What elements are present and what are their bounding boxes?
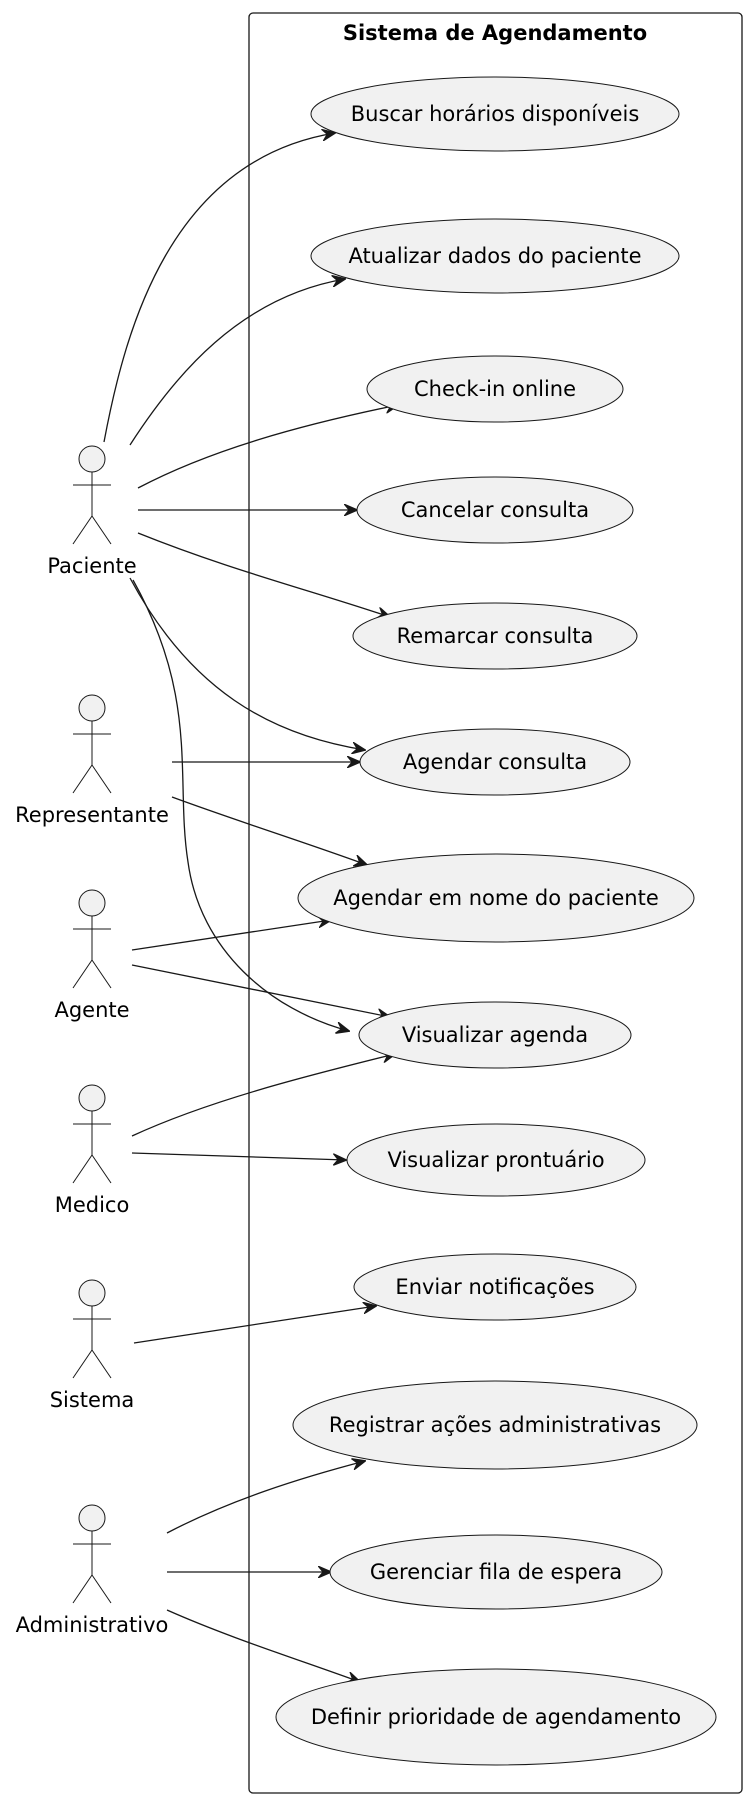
- edge-administrativo-prioridade: [166, 1609, 360, 1682]
- use-case-label: Gerenciar fila de espera: [370, 1560, 622, 1584]
- actor-label: Medico: [55, 1193, 130, 1217]
- use-case-ellipse: [356, 476, 634, 544]
- use-case-label: Check-in online: [414, 377, 576, 401]
- use-case-ellipse: [275, 1668, 717, 1766]
- actor-head: [78, 1279, 106, 1307]
- use-case-cancelar: Cancelar consulta: [356, 476, 634, 544]
- use-case-label: Atualizar dados do paciente: [348, 244, 641, 268]
- use-case-ellipse: [292, 1380, 698, 1470]
- system-boundary: [248, 12, 743, 1794]
- actor-head: [78, 694, 106, 722]
- use-case-ellipse: [310, 76, 680, 152]
- use-case-ellipse: [359, 728, 631, 796]
- use-case-label: Visualizar agenda: [402, 1023, 588, 1047]
- use-case-buscar: Buscar horários disponíveis: [310, 76, 680, 152]
- use-case-ellipse: [297, 853, 695, 943]
- use-case-ellipse: [353, 1253, 637, 1321]
- use-case-label: Remarcar consulta: [397, 624, 594, 648]
- use-case-ellipse: [329, 1534, 663, 1610]
- use-case-label: Registrar ações administrativas: [329, 1413, 661, 1437]
- use-case-registrar: Registrar ações administrativas: [292, 1380, 698, 1470]
- use-case-visualizar-prontuario: Visualizar prontuário: [346, 1123, 646, 1197]
- actor-head: [78, 445, 106, 473]
- edge-medico-visualizar-agenda: [131, 1054, 395, 1137]
- actor-label: Representante: [15, 803, 169, 827]
- use-case-label: Enviar notificações: [395, 1275, 594, 1299]
- actor-paciente: Paciente: [47, 445, 137, 578]
- edge-medico-visualizar-prontuario: [131, 1152, 346, 1160]
- edge-paciente-remarcar: [137, 532, 390, 617]
- use-case-label: Agendar consulta: [403, 750, 587, 774]
- edge-administrativo-registrar: [166, 1461, 365, 1534]
- use-case-atualizar: Atualizar dados do paciente: [310, 218, 680, 294]
- use-case-ellipse: [346, 1123, 646, 1197]
- edge-paciente-checkin: [137, 405, 398, 489]
- actor-label: Administrativo: [16, 1613, 169, 1637]
- use-case-label: Definir prioridade de agendamento: [311, 1705, 681, 1729]
- actor-agente: Agente: [54, 889, 130, 1022]
- use-case-ellipse: [352, 602, 638, 670]
- actor-label: Agente: [54, 998, 129, 1022]
- edge-agente-agendar-nome: [131, 920, 331, 951]
- edge-representante-agendar-nome: [171, 796, 367, 865]
- actor-label: Sistema: [50, 1388, 135, 1412]
- associations: [103, 133, 398, 1682]
- edge-sistema-notificacoes: [133, 1306, 376, 1344]
- edge-paciente-visualizar-agenda: [132, 579, 349, 1031]
- use-case-label: Visualizar prontuário: [387, 1148, 604, 1172]
- use-case-ellipse: [310, 218, 680, 294]
- actor-administrativo: Administrativo: [16, 1504, 169, 1637]
- actor-head: [78, 889, 106, 917]
- edge-paciente-buscar: [103, 133, 335, 443]
- use-case-agendar-nome: Agendar em nome do paciente: [297, 853, 695, 943]
- use-case-ellipse: [358, 1001, 632, 1069]
- use-case-visualizar-agenda: Visualizar agenda: [358, 1001, 632, 1069]
- actor-medico: Medico: [55, 1084, 130, 1217]
- use-case-label: Buscar horários disponíveis: [351, 102, 640, 126]
- use-case-prioridade: Definir prioridade de agendamento: [275, 1668, 717, 1766]
- system-title: Sistema de Agendamento: [343, 21, 647, 45]
- actor-label: Paciente: [47, 554, 136, 578]
- actor-sistema: Sistema: [50, 1279, 135, 1412]
- actor-representante: Representante: [15, 694, 169, 827]
- use-case-ellipse: [366, 355, 624, 423]
- edge-paciente-agendar: [129, 577, 365, 750]
- actor-head: [78, 1084, 106, 1112]
- actor-head: [78, 1504, 106, 1532]
- use-case-checkin: Check-in online: [366, 355, 624, 423]
- use-case-notificacoes: Enviar notificações: [353, 1253, 637, 1321]
- use-case-label: Agendar em nome do paciente: [333, 886, 659, 910]
- use-case-remarcar: Remarcar consulta: [352, 602, 638, 670]
- use-case-agendar: Agendar consulta: [359, 728, 631, 796]
- edge-agente-visualizar-agenda: [131, 964, 390, 1017]
- edge-paciente-atualizar: [129, 279, 345, 446]
- use-case-label: Cancelar consulta: [401, 498, 589, 522]
- use-case-fila: Gerenciar fila de espera: [329, 1534, 663, 1610]
